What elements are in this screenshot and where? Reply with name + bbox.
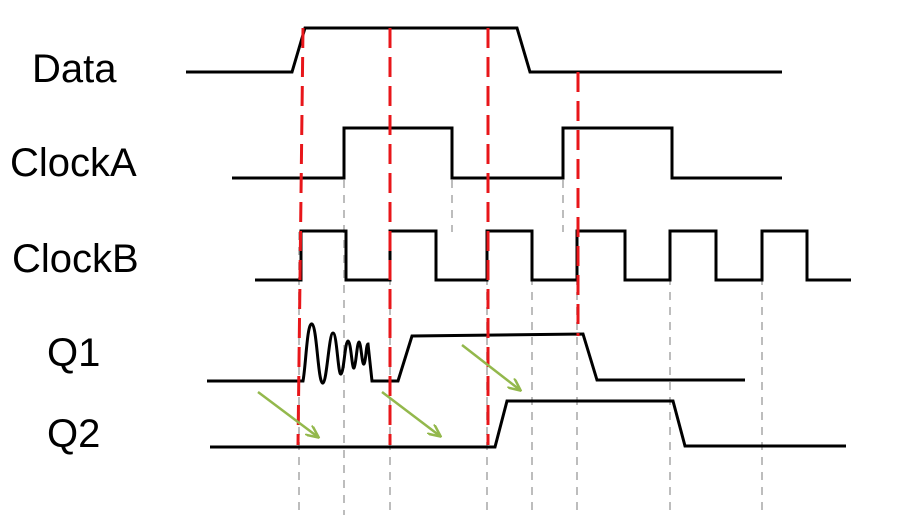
arrow-icon [381, 391, 440, 436]
signal-labels: Data ClockA ClockB Q1 Q2 [10, 47, 139, 456]
arrow-icon [257, 391, 318, 437]
q1-waveform [207, 322, 745, 385]
q2-waveform [210, 399, 846, 449]
red-guide-lines [296, 27, 580, 446]
waveforms [186, 26, 851, 449]
arrow-icon [461, 344, 520, 390]
data-label: Data [32, 47, 117, 91]
clock-b-waveform [255, 229, 851, 282]
clock-a-waveform [232, 126, 782, 180]
clock-a-label: ClockA [10, 141, 137, 185]
clock-b-label: ClockB [12, 237, 139, 281]
data-waveform [186, 26, 782, 74]
q2-label: Q2 [47, 412, 100, 456]
q1-label: Q1 [47, 331, 100, 375]
red-guide-line [296, 27, 305, 446]
green-arrows [257, 344, 520, 437]
